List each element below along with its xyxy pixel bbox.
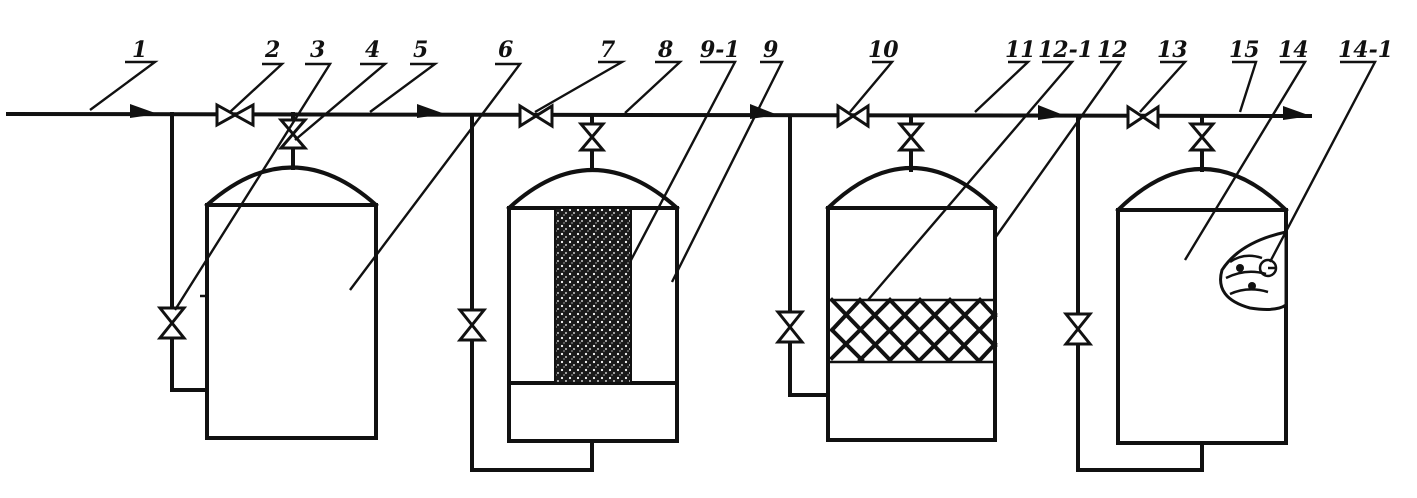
label-5: 5 xyxy=(413,37,428,63)
label-10: 10 xyxy=(868,37,899,63)
main-valve-13 xyxy=(1126,104,1160,130)
label-3: 3 xyxy=(310,37,325,63)
bypass-1 xyxy=(156,112,209,392)
main-valve-2 xyxy=(215,102,255,128)
flow-arrow-4 xyxy=(1038,105,1066,120)
tank-2 xyxy=(506,168,680,443)
label-1: 1 xyxy=(132,37,147,63)
label-8: 8 xyxy=(657,37,673,63)
label-14: 14 xyxy=(1278,37,1309,63)
label-4: 4 xyxy=(365,37,380,63)
label-12: 12 xyxy=(1097,37,1128,63)
packing-12-1 xyxy=(828,297,998,364)
top-valve-15 xyxy=(1187,114,1217,172)
device-14-1 xyxy=(1219,230,1288,311)
flow-arrow-2 xyxy=(417,104,445,118)
label-12-1: 12-1 xyxy=(1038,37,1093,63)
bypass-2 xyxy=(456,113,594,472)
label-11: 11 xyxy=(1005,37,1036,63)
flow-arrow-1 xyxy=(130,104,158,118)
label-14-1: 14-1 xyxy=(1338,37,1393,63)
bypass-3 xyxy=(774,114,830,397)
label-6: 6 xyxy=(498,37,513,63)
bypass-4 xyxy=(1062,114,1204,472)
top-valve-8 xyxy=(577,113,607,172)
flow-arrow-3 xyxy=(750,104,778,119)
flow-arrow-5 xyxy=(1283,106,1311,120)
tank-3 xyxy=(825,166,998,442)
label-9: 9 xyxy=(763,37,778,63)
callout-labels: 1 2 3 4 5 6 7 8 9-1 9 10 11 12-1 12 13 1… xyxy=(132,37,1393,63)
label-7: 7 xyxy=(600,37,616,63)
main-valve-10 xyxy=(836,103,870,129)
label-13: 13 xyxy=(1157,37,1188,63)
top-valve-11 xyxy=(896,114,926,172)
label-15: 15 xyxy=(1229,37,1260,63)
tank-1 xyxy=(200,165,379,440)
label-9-1: 9-1 xyxy=(700,37,740,63)
label-2: 2 xyxy=(264,37,280,63)
tank-4 xyxy=(1115,167,1289,445)
flow-arrows xyxy=(130,104,1311,120)
filter-media-9-1 xyxy=(554,207,632,384)
main-valve-7 xyxy=(518,103,554,129)
main-pipe xyxy=(5,111,1313,119)
leader-lines xyxy=(89,60,1377,311)
